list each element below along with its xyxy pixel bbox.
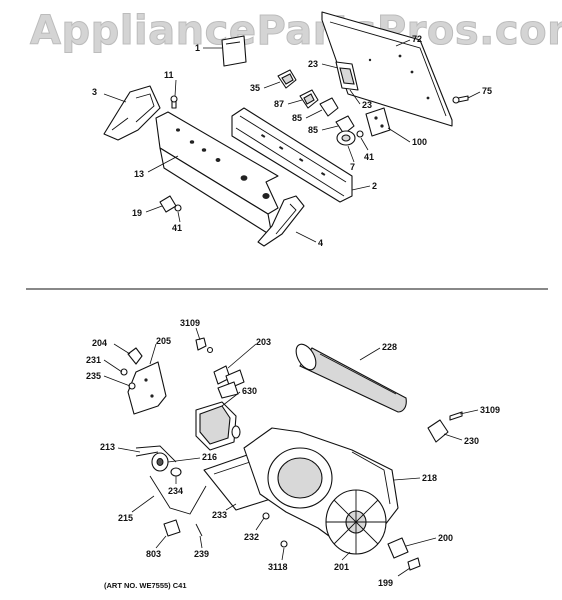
- callout-100: 100: [412, 137, 427, 147]
- part-85-switch-lower[interactable]: [335, 115, 355, 135]
- part-3118-screw[interactable]: [280, 540, 288, 548]
- part-3-end-cap-left[interactable]: [103, 85, 161, 141]
- part-204-clip[interactable]: [127, 347, 143, 365]
- callout-3109-right: 3109: [480, 405, 500, 415]
- part-2-control-bracket[interactable]: [231, 107, 353, 203]
- part-1-label-card[interactable]: [221, 35, 247, 67]
- callout-228: 228: [382, 342, 397, 352]
- part-803-clip[interactable]: [163, 519, 181, 537]
- part-199-screw[interactable]: [407, 557, 421, 571]
- callout-85-upper: 85: [292, 113, 302, 123]
- part-3109-screw-left[interactable]: [195, 337, 214, 354]
- part-41-screw-upper[interactable]: [356, 130, 364, 138]
- callout-41-lower: 41: [172, 223, 182, 233]
- upper-leaders: [103, 39, 481, 243]
- part-231-screw[interactable]: [120, 368, 128, 376]
- part-100-timer[interactable]: [365, 107, 391, 137]
- callout-201: 201: [334, 562, 349, 572]
- part-205-motor-bracket[interactable]: [127, 361, 167, 415]
- callout-204: 204: [92, 338, 107, 348]
- callout-11: 11: [164, 70, 174, 80]
- part-215-spring[interactable]: [149, 475, 207, 515]
- callout-218: 218: [422, 473, 437, 483]
- callout-3118: 3118: [268, 562, 288, 572]
- callout-75: 75: [482, 86, 492, 96]
- lower-leaders: [103, 327, 479, 577]
- watermark: AppliancePartsPros.com: [29, 8, 562, 55]
- part-87-switch[interactable]: [299, 89, 319, 109]
- part-75-screw[interactable]: [452, 95, 469, 104]
- callout-7: 7: [350, 162, 355, 172]
- part-232-screw[interactable]: [262, 512, 270, 520]
- callout-213: 213: [100, 442, 115, 452]
- part-200-clamp[interactable]: [387, 537, 409, 559]
- callout-3: 3: [92, 87, 97, 97]
- callout-239: 239: [194, 549, 209, 559]
- callout-23-lower: 23: [362, 100, 372, 110]
- callout-19: 19: [132, 208, 142, 218]
- callout-203: 203: [256, 337, 271, 347]
- part-630-motor[interactable]: [195, 401, 241, 451]
- callout-3109-left: 3109: [180, 318, 200, 328]
- callout-1: 1: [195, 43, 200, 53]
- callout-2: 2: [372, 181, 377, 191]
- part-41-screw-lower[interactable]: [174, 204, 182, 212]
- callout-87: 87: [274, 99, 284, 109]
- part-19-clip[interactable]: [159, 195, 177, 213]
- callout-234: 234: [168, 486, 183, 496]
- part-203-clamps[interactable]: [213, 365, 245, 399]
- callout-233: 233: [212, 510, 227, 520]
- callout-232: 232: [244, 532, 259, 542]
- callout-labels: 1 72 23 35 11 75 3 87 23 85 85 100 41 7 …: [86, 34, 500, 590]
- part-85-switch-upper[interactable]: [319, 97, 339, 117]
- part-234-nut[interactable]: [170, 467, 182, 477]
- callout-803: 803: [146, 549, 161, 559]
- part-228-duct[interactable]: [292, 341, 407, 413]
- part-7-knob[interactable]: [336, 130, 356, 146]
- callout-216: 216: [202, 452, 217, 462]
- callout-199: 199: [378, 578, 393, 588]
- callout-215: 215: [118, 513, 133, 523]
- part-216-idler-pulley[interactable]: [151, 452, 169, 472]
- callout-200: 200: [438, 533, 453, 543]
- callout-41-upper: 41: [364, 152, 374, 162]
- callout-231: 231: [86, 355, 101, 365]
- callout-630: 630: [242, 386, 257, 396]
- callout-72: 72: [412, 34, 422, 44]
- callout-35: 35: [250, 83, 260, 93]
- art-number-note: (ART NO. WE7555) C41: [104, 581, 187, 590]
- callout-205: 205: [156, 336, 171, 346]
- part-23-switch-bracket[interactable]: [335, 61, 359, 91]
- part-213-idler-arm[interactable]: [135, 445, 177, 463]
- callout-85-lower: 85: [308, 125, 318, 135]
- callout-235: 235: [86, 371, 101, 381]
- callout-4: 4: [318, 238, 323, 248]
- part-72-backsplash[interactable]: [321, 11, 453, 127]
- part-3109-screw-right[interactable]: [449, 411, 463, 421]
- part-35-switch[interactable]: [277, 69, 297, 89]
- part-11-screw[interactable]: [170, 95, 178, 109]
- part-4-end-cap-right[interactable]: [257, 195, 305, 247]
- part-201-blower-wheel[interactable]: [325, 489, 387, 555]
- callout-230: 230: [464, 436, 479, 446]
- callout-23-upper: 23: [308, 59, 318, 69]
- part-230-bracket[interactable]: [427, 419, 449, 443]
- callout-13: 13: [134, 169, 144, 179]
- part-239-pin[interactable]: [195, 523, 203, 537]
